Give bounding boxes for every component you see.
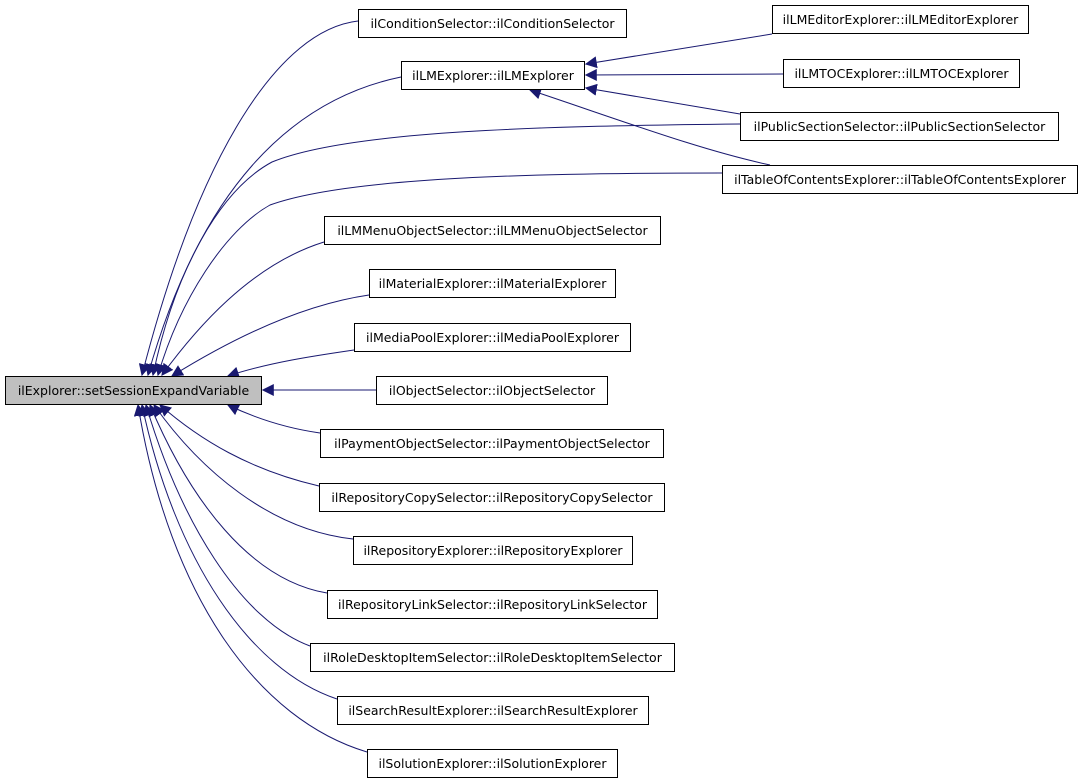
edge-repolink-to-root bbox=[148, 403, 328, 594]
node-label: ilLMTOCExplorer::ilLMTOCExplorer bbox=[794, 66, 1009, 81]
node-box bbox=[319, 483, 665, 512]
node-lmexp[interactable]: ilLMExplorer::ilLMExplorer bbox=[401, 61, 585, 90]
node-box bbox=[327, 590, 658, 619]
nodes-layer: ilExplorer::setSessionExpandVariable ilCo… bbox=[5, 5, 1078, 778]
root-node[interactable]: ilExplorer::setSessionExpandVariable bbox=[5, 376, 262, 405]
node-label: ilLMExplorer::ilLMExplorer bbox=[412, 68, 575, 83]
node-lmmenu[interactable]: ilLMMenuObjectSelector::ilLMMenuObjectSe… bbox=[324, 216, 661, 245]
node-material[interactable]: ilMaterialExplorer::ilMaterialExplorer bbox=[369, 269, 616, 298]
node-box bbox=[722, 165, 1078, 194]
node-box bbox=[783, 59, 1020, 88]
node-label: ilMediaPoolExplorer::ilMediaPoolExplorer bbox=[366, 330, 620, 345]
edge-payment-to-root bbox=[226, 404, 321, 434]
node-label: ilMaterialExplorer::ilMaterialExplorer bbox=[379, 276, 608, 291]
edge-cond-to-root bbox=[138, 20, 359, 377]
node-box bbox=[376, 376, 608, 405]
root-node-box bbox=[5, 376, 262, 405]
node-box bbox=[367, 749, 618, 778]
edge-pubsec-to-lmexp bbox=[584, 83, 741, 115]
edge-material-to-root bbox=[170, 294, 370, 377]
node-repoexp[interactable]: ilRepositoryExplorer::ilRepositoryExplor… bbox=[353, 536, 633, 565]
edge-mediapool-to-root bbox=[226, 349, 355, 379]
node-box bbox=[369, 269, 616, 298]
node-box bbox=[337, 696, 649, 725]
node-label: ilObjectSelector::ilObjectSelector bbox=[389, 383, 596, 398]
node-lmtoc[interactable]: ilLMTOCExplorer::ilLMTOCExplorer bbox=[783, 59, 1020, 88]
node-label: ilRepositoryLinkSelector::ilRepositoryLi… bbox=[338, 597, 648, 612]
node-label: ilRepositoryCopySelector::ilRepositoryCo… bbox=[331, 490, 653, 505]
node-box bbox=[772, 5, 1029, 34]
edge-solution-to-root bbox=[133, 403, 368, 753]
edge-repocopy-to-root bbox=[159, 404, 320, 487]
node-repocopy[interactable]: ilRepositoryCopySelector::ilRepositoryCo… bbox=[319, 483, 665, 512]
node-label: ilPublicSectionSelector::ilPublicSection… bbox=[754, 119, 1047, 134]
node-roledesk[interactable]: ilRoleDesktopItemSelector::ilRoleDesktop… bbox=[310, 643, 675, 672]
node-box bbox=[354, 323, 631, 352]
node-searchres[interactable]: ilSearchResultExplorer::ilSearchResultEx… bbox=[337, 696, 649, 725]
node-label: ilLMEditorExplorer::ilLMEditorExplorer bbox=[783, 12, 1020, 27]
node-label: ilLMMenuObjectSelector::ilLMMenuObjectSe… bbox=[337, 223, 648, 238]
node-label: ilConditionSelector::ilConditionSelector bbox=[370, 16, 615, 31]
root-node-label: ilExplorer::setSessionExpandVariable bbox=[18, 383, 250, 398]
node-label: ilRoleDesktopItemSelector::ilRoleDesktop… bbox=[323, 650, 663, 665]
edge-repoexp-to-root bbox=[153, 404, 354, 540]
node-label: ilSearchResultExplorer::ilSearchResultEx… bbox=[348, 703, 638, 718]
node-box bbox=[353, 536, 633, 565]
edge-lmexp-to-root bbox=[145, 76, 402, 377]
edge-toc-to-lmexp bbox=[528, 87, 771, 166]
edge-lmmenu-to-root bbox=[161, 241, 325, 376]
node-label: ilSolutionExplorer::ilSolutionExplorer bbox=[378, 756, 607, 771]
node-toc[interactable]: ilTableOfContentsExplorer::ilTableOfCont… bbox=[722, 165, 1078, 194]
node-box bbox=[320, 429, 664, 458]
node-lmedit[interactable]: ilLMEditorExplorer::ilLMEditorExplorer bbox=[772, 5, 1029, 34]
node-repolink[interactable]: ilRepositoryLinkSelector::ilRepositoryLi… bbox=[327, 590, 658, 619]
node-payment[interactable]: ilPaymentObjectSelector::ilPaymentObject… bbox=[320, 429, 664, 458]
edges-layer bbox=[133, 20, 784, 753]
node-box bbox=[310, 643, 675, 672]
node-label: ilRepositoryExplorer::ilRepositoryExplor… bbox=[363, 543, 623, 558]
node-box bbox=[740, 112, 1059, 141]
edge-searchres-to-root bbox=[138, 403, 338, 700]
node-box bbox=[324, 216, 661, 245]
node-label: ilPaymentObjectSelector::ilPaymentObject… bbox=[334, 436, 651, 451]
edge-pubsec-to-root bbox=[149, 123, 741, 377]
node-solution[interactable]: ilSolutionExplorer::ilSolutionExplorer bbox=[367, 749, 618, 778]
node-box bbox=[358, 9, 627, 38]
node-objsel[interactable]: ilObjectSelector::ilObjectSelector bbox=[376, 376, 608, 405]
node-mediapool[interactable]: ilMediaPoolExplorer::ilMediaPoolExplorer bbox=[354, 323, 631, 352]
node-box bbox=[401, 61, 585, 90]
node-label: ilTableOfContentsExplorer::ilTableOfCont… bbox=[734, 172, 1067, 187]
node-cond[interactable]: ilConditionSelector::ilConditionSelector bbox=[358, 9, 627, 38]
edge-lmedit-to-lmexp bbox=[584, 33, 773, 69]
edge-roledesk-to-root bbox=[143, 403, 311, 647]
edge-lmtoc-to-lmexp bbox=[584, 68, 784, 81]
edge-toc-to-root bbox=[155, 172, 723, 377]
node-pubsec[interactable]: ilPublicSectionSelector::ilPublicSection… bbox=[740, 112, 1059, 141]
